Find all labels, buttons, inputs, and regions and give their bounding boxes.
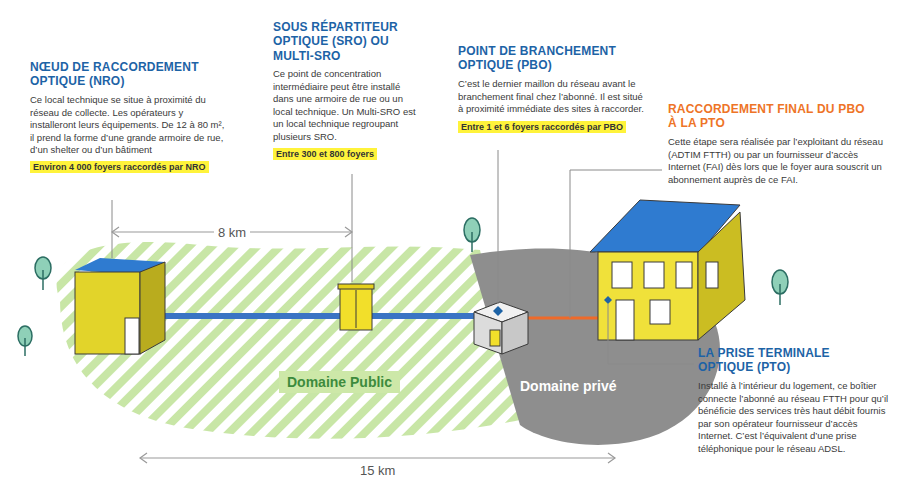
box-text: Domaine Public [287,374,392,390]
section-heading: RACCORDEMENT FINAL DU PBO À LA PTO [668,102,868,131]
section-text: C’est le dernier maillon du réseau avant… [458,78,650,116]
dimension-label: 15 km [356,463,399,478]
section-text: Installé à l’intérieur du logement, ce b… [698,380,894,455]
sro-cabinet [338,284,374,330]
region-band: Domaine Public [279,371,400,393]
house [590,200,745,340]
public-ground [57,242,520,439]
dimension-lines [112,227,615,463]
section-heading: SOUS RÉPARTITEUR OPTIQUE (SRO) OU MULTI-… [273,20,433,63]
fiber-line [372,313,478,319]
section-text: Cette étape sera réalisée par l’exploita… [668,136,890,186]
section-heading: POINT DE BRANCHEMENT OPTIQUE (PBO) [458,44,643,73]
dimension-label: 8 km [214,225,250,240]
section-heading: LA PRISE TERMINALE OPTIQUE (PTO) [698,346,878,375]
highlight-box: Entre 300 et 800 foyers [273,148,377,160]
section-text: Ce point de concentration intermédiaire … [273,68,423,143]
drop-cable [525,317,600,320]
leader-lines [112,150,694,364]
box-text: Entre 1 et 6 foyers raccordés par PBO [461,122,623,132]
region-label: Domaine privé [520,378,616,394]
section-heading: NŒUD DE RACCORDEMENT OPTIQUE (NRO) [30,60,220,89]
box-text: Entre 300 et 800 foyers [276,149,374,159]
highlight-box: Entre 1 et 6 foyers raccordés par PBO [458,121,626,133]
highlight-box: Environ 4 000 foyers raccordés par NRO [30,161,209,173]
fiber-line [160,313,342,319]
pbo-box [474,302,528,354]
private-ground [470,249,720,445]
nro-shelter [75,258,165,354]
section-text: Ce local technique se situe à proximité … [30,94,228,157]
box-text: Environ 4 000 foyers raccordés par NRO [33,162,206,172]
